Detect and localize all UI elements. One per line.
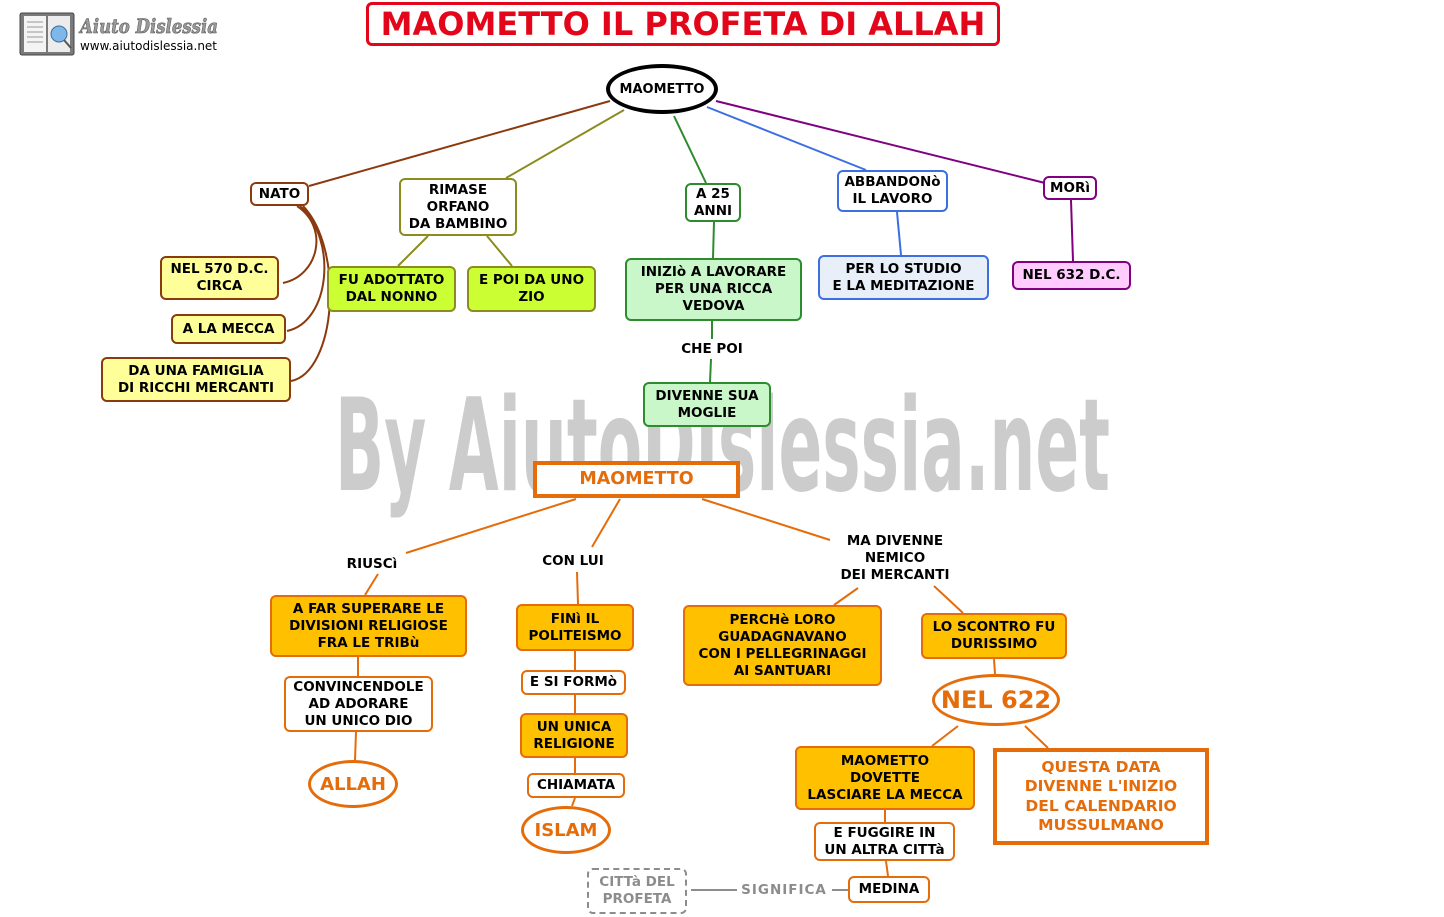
connector-year-left [931, 725, 959, 747]
node-one-god: CONVINCENDOLE AD ADORARE UN UNICO DIO [284, 676, 433, 732]
node-single-religion: UN UNICA RELIGIONE [520, 713, 628, 758]
node-allah: ALLAH [308, 760, 398, 808]
connector-root-quit [706, 106, 867, 171]
logo: Aiuto Dislessia www.aiutodislessia.net [19, 12, 218, 56]
connector-fled-city [885, 860, 889, 877]
node-city-of-prophet: CITTà DEL PROFETA [587, 868, 687, 914]
node-age-25: A 25 ANNI [685, 183, 741, 222]
logo-brand: Aiuto Dislessia [78, 14, 218, 38]
node-end-polytheism: FINì IL POLITEISMO [516, 604, 634, 651]
node-medina: MEDINA [848, 876, 930, 903]
node-adopted-grandfather: FU ADOTTATO DAL NONNO [327, 266, 456, 312]
node-formed: E SI FORMò [521, 670, 626, 695]
node-quit-work: ABBANDONò IL LAVORO [837, 170, 948, 212]
node-year-622: NEL 622 [932, 674, 1060, 726]
node-nato: NATO [250, 182, 309, 206]
node-orphan: RIMASE ORFANO DA BAMBINO [399, 178, 517, 236]
connector-age25-work [712, 221, 715, 259]
node-work-widow: INIZIò A LAVORARE PER UNA RICCA VEDOVA [625, 258, 802, 321]
node-study-meditation: PER LO STUDIO E LA MEDITAZIONE [818, 255, 989, 300]
node-adopted-uncle: E POI DA UNO ZIO [467, 266, 596, 312]
connector-year-calendar [1024, 725, 1049, 749]
node-birth-place: A LA MECCA [171, 314, 286, 344]
link-riusci: RIUSCì [346, 555, 398, 572]
node-hard-clash: LO SCONTRO FU DURISSIMO [921, 613, 1067, 659]
connector-root2-riusci [405, 498, 577, 554]
connector-method-god [354, 731, 357, 761]
connector-nemico-clash [933, 585, 964, 614]
connector-nato-family [290, 205, 332, 382]
connector-root2-nemico [701, 498, 831, 541]
connector-death-date [1070, 199, 1074, 262]
link-con-lui: CON LUI [542, 552, 604, 569]
node-flee-city: E FUGGIRE IN UN ALTRA CITTà [814, 822, 955, 861]
node-leave-mecca: MAOMETTO DOVETTE LASCIARE LA MECCA [795, 746, 975, 810]
root-node-maometto: MAOMETTO [606, 64, 718, 114]
node-birth-family: DA UNA FAMIGLIA DI RICCHI MERCANTI [101, 357, 291, 402]
node-death-date: NEL 632 D.C. [1012, 261, 1131, 290]
connector-root-nato [308, 100, 611, 187]
node-wife: DIVENNE SUA MOGLIE [643, 382, 771, 427]
node-unite-tribes: A FAR SUPERARE LE DIVISIONI RELIGIOSE FR… [270, 595, 467, 657]
connector-quit-reason [896, 211, 902, 256]
node-islam: ISLAM [521, 806, 611, 854]
page-title: MAOMETTO IL PROFETA DI ALLAH [366, 2, 1000, 46]
node-death: MORì [1043, 176, 1097, 200]
node-calendar-start: QUESTA DATA DIVENNE L'INIZIO DEL CALENDA… [993, 748, 1209, 845]
connector-nato-date [282, 205, 318, 284]
link-che-poi: CHE POI [681, 340, 743, 357]
connector-called-name [571, 797, 576, 807]
connector-root-age25 [673, 115, 707, 184]
connector-root-orfano [505, 109, 625, 179]
connector-root2-conlui [591, 498, 621, 548]
connector-nato-place [286, 205, 326, 332]
book-icon [19, 12, 75, 56]
logo-url: www.aiutodislessia.net [80, 39, 217, 53]
connector-link-wife [709, 358, 712, 383]
connector-nemico-reason [833, 587, 859, 606]
link-nemico-mercanti: MA DIVENNE NEMICO DEI MERCANTI [840, 532, 950, 583]
root-node-maometto-2: MAOMETTO [533, 461, 740, 498]
connector-conlui-end [576, 571, 579, 605]
connector-orfano-uncle [486, 235, 513, 267]
connector-riusci-result [364, 573, 379, 596]
node-birth-date: NEL 570 D.C. CIRCA [160, 256, 279, 300]
connector-clash-year [993, 658, 996, 675]
node-called: CHIAMATA [527, 773, 625, 798]
connector-orfano-adopted [397, 235, 429, 267]
link-significa: SIGNIFICA [741, 881, 827, 898]
node-pilgrimage-profit: PERCHè LORO GUADAGNAVANO CON I PELLEGRIN… [683, 605, 882, 686]
